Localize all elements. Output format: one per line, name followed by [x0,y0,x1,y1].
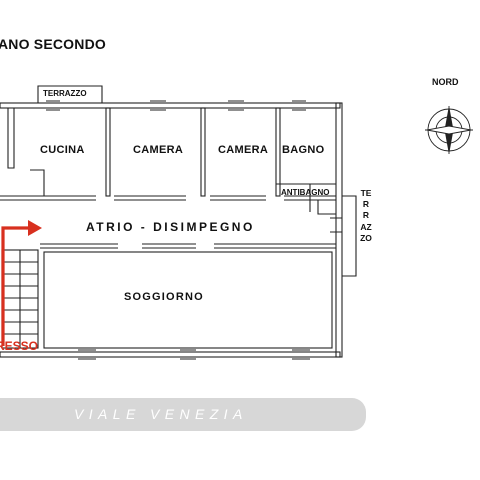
wall-cucina-camera [105,107,111,197]
room-label-soggiorno: SOGGIORNO [124,291,204,303]
window-bot-3 [292,349,310,360]
room-label-bagno: BAGNO [282,144,325,156]
window-top-2 [150,100,166,111]
outer-wall-south [0,351,341,358]
window-bot-1 [78,349,96,360]
window-top-3 [228,100,244,111]
entrance-label: RESSO [0,339,39,353]
east-door [330,217,342,233]
room-label-atrio: ATRIO - DISIMPEGNO [86,220,255,234]
floor-title: ANO SECONDO [0,36,106,52]
compass-label: NORD [432,77,459,87]
street-label: VIALE VENEZIA [74,406,248,422]
wall-camera-camera [200,107,206,197]
window-top-4 [292,100,306,111]
wall-camera-bagno [275,107,281,197]
stair-steps [2,250,38,348]
cucina-inner-wall [7,108,15,169]
window-bot-2 [180,349,196,360]
window-top-1 [46,100,60,111]
compass-icon [425,106,473,154]
street-band [0,398,366,431]
antibagno-walls [276,183,336,215]
outer-wall-north [0,102,341,109]
soggiorno-outline [43,251,333,349]
entrance-arrow-icon [1,220,42,346]
room-label-antibagno: ANTIBAGNO [281,188,330,197]
room-label-cucina: CUCINA [40,144,85,156]
outer-wall-east [335,102,343,358]
terrazzo-top-outline [37,85,103,103]
terrazzo-side-outline [342,195,357,277]
room-label-terrazzo-side: TERRAZZO [360,188,372,243]
room-label-terrazzo-top: TERRAZZO [43,89,87,98]
room-label-camera-2: CAMERA [218,144,269,156]
room-label-camera-1: CAMERA [133,144,184,156]
cucina-counter [30,169,45,196]
